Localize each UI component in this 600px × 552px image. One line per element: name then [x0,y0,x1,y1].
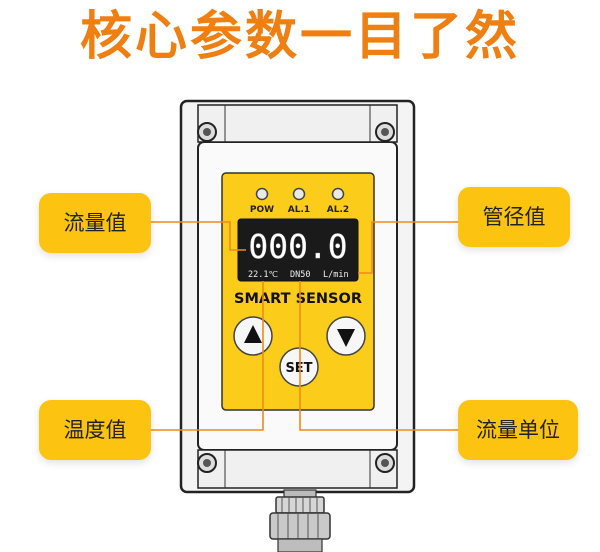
lcd-temperature: 22.1℃ [248,270,278,280]
leader-flow-unit [299,281,460,431]
down-arrow-icon [337,329,355,347]
set-button[interactable]: SET [279,347,319,387]
enclosure-bottom-step [197,449,398,489]
leader-flow-value [151,221,246,251]
set-button-label: SET [285,361,312,376]
indicator-al2: AL.2 [327,187,349,215]
indicator-al2-label: AL.2 [327,205,349,215]
callout-flow-unit: 流量单位 [458,400,578,460]
screw-top-left [197,122,217,142]
up-button[interactable] [233,316,273,356]
headline: 核心参数一目了然 [79,7,520,67]
cable-connector [269,489,331,552]
indicator-al1-label: AL.1 [288,205,310,215]
brand-label: SMART SENSOR [234,291,362,307]
enclosure-top-step [197,104,398,143]
leader-lines [151,221,460,431]
leader-temperature [151,281,264,431]
callout-pipe-diameter: 管径值 [458,187,570,247]
indicator-pow-label: POW [250,205,274,215]
indicator-al1: AL.1 [288,187,310,215]
indicator-pow: POW [250,187,274,215]
lcd-unit: L/min [323,270,349,280]
lcd-flow-value: 000.0 [248,227,347,266]
up-arrow-icon [244,325,262,343]
screw-bottom-right [375,453,395,473]
callout-temperature-value: 温度值 [39,400,151,460]
lcd-pipe-size: DN50 [290,270,310,280]
down-button[interactable] [326,316,366,356]
screw-bottom-left [197,453,217,473]
callout-flow-value: 流量值 [39,193,151,253]
leader-pipe-diameter [358,221,460,274]
screw-top-right [375,122,395,142]
